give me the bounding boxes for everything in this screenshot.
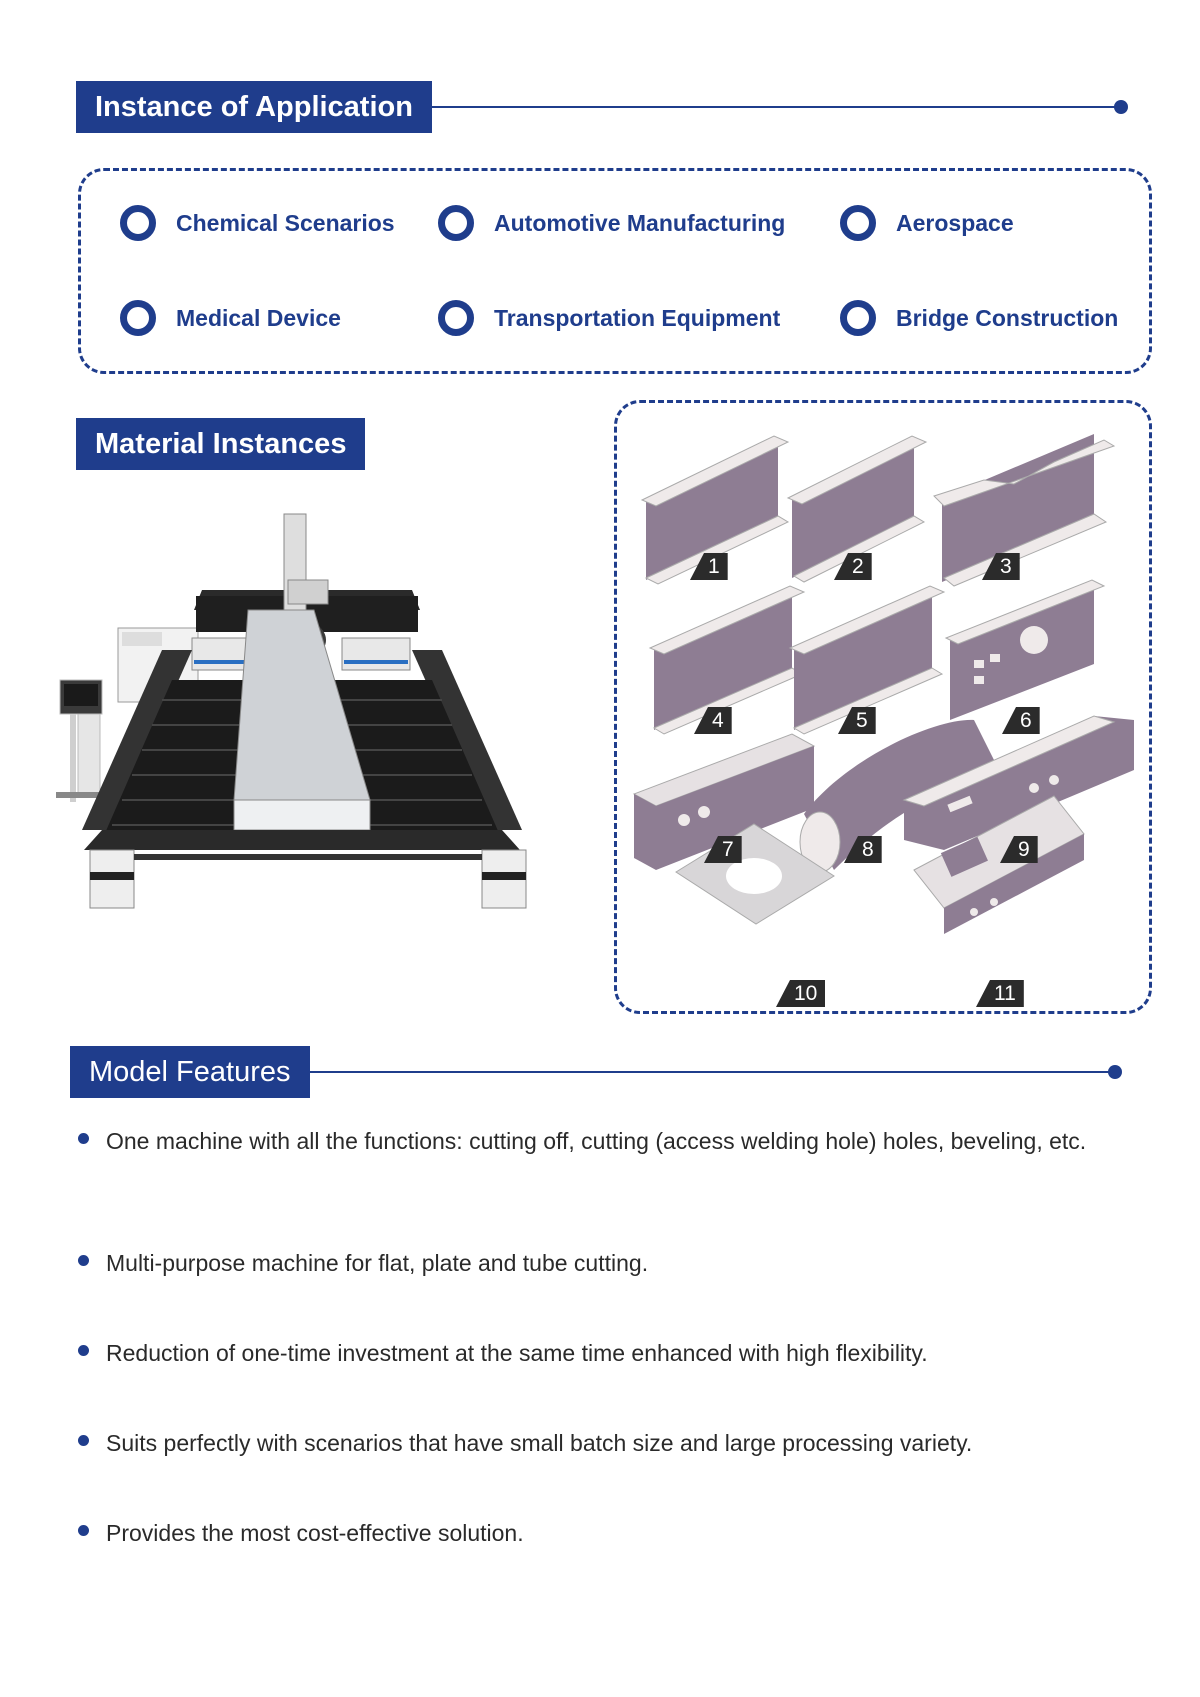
feature-item: Multi-purpose machine for flat, plate an… [78,1244,1158,1283]
application-label: Medical Device [176,304,341,331]
steel-part-icon [902,715,1134,850]
steel-part-icon [788,585,946,735]
feature-text: One machine with all the functions: cutt… [106,1128,1087,1154]
divider-end-dot [1114,100,1128,114]
application-label: Aerospace [896,209,1014,236]
steel-part-icon [913,795,1085,934]
steel-part-icon [632,733,816,870]
application-item: Automotive Manufacturing [438,205,785,241]
radio-circle-icon [438,205,474,241]
feature-text: Provides the most cost-effective solutio… [106,1520,524,1546]
steel-part-icon [648,585,806,735]
feature-text: Multi-purpose machine for flat, plate an… [106,1250,649,1276]
divider-line [431,106,1116,108]
application-item: Chemical Scenarios [120,205,395,241]
radio-circle-icon [120,300,156,336]
radio-circle-icon [840,205,876,241]
material-parts-illustration [632,434,1134,934]
application-label: Automotive Manufacturing [494,209,786,236]
feature-text: Suits perfectly with scenarios that have… [106,1430,973,1456]
feature-item: One machine with all the functions: cutt… [78,1122,1158,1161]
application-item: Transportation Equipment [438,300,780,336]
bullet-dot-icon [78,1255,89,1266]
bullet-dot-icon [78,1435,89,1446]
application-item: Medical Device [120,300,341,336]
application-item: Bridge Construction [840,300,1118,336]
application-label: Chemical Scenarios [176,209,395,236]
feature-text: Reduction of one-time investment at the … [106,1340,928,1366]
section-title: Model Features [70,1046,310,1098]
radio-circle-icon [120,205,156,241]
radio-circle-icon [438,300,474,336]
material-number-label: 11 [976,980,1024,1007]
steel-part-icon [933,434,1116,587]
steel-part-icon [799,719,1004,873]
steel-part-icon [944,579,1106,720]
features-section-header: Model Features [70,1046,1122,1098]
material-parts-box [614,400,1152,1014]
laser-cutting-machine-image [56,513,527,909]
application-label: Bridge Construction [896,304,1119,331]
bullet-dot-icon [78,1525,89,1536]
material-number-label: 10 [776,980,826,1007]
section-title: Instance of Application [76,81,432,133]
feature-item: Provides the most cost-effective solutio… [78,1514,1158,1553]
divider-line [309,1071,1110,1073]
bullet-dot-icon [78,1133,89,1144]
application-label: Transportation Equipment [494,304,781,331]
material-section-header: Material Instances [76,418,366,470]
bullet-dot-icon [78,1345,89,1356]
application-item: Aerospace [840,205,1014,241]
steel-part-icon [640,435,790,585]
radio-circle-icon [840,300,876,336]
section-title: Material Instances [76,418,366,470]
feature-item: Reduction of one-time investment at the … [78,1334,1158,1373]
applications-box [78,168,1152,374]
divider-end-dot [1108,1065,1122,1079]
feature-item: Suits perfectly with scenarios that have… [78,1424,1158,1463]
steel-part-icon [786,435,928,583]
application-section-header: Instance of Application [76,81,1128,133]
